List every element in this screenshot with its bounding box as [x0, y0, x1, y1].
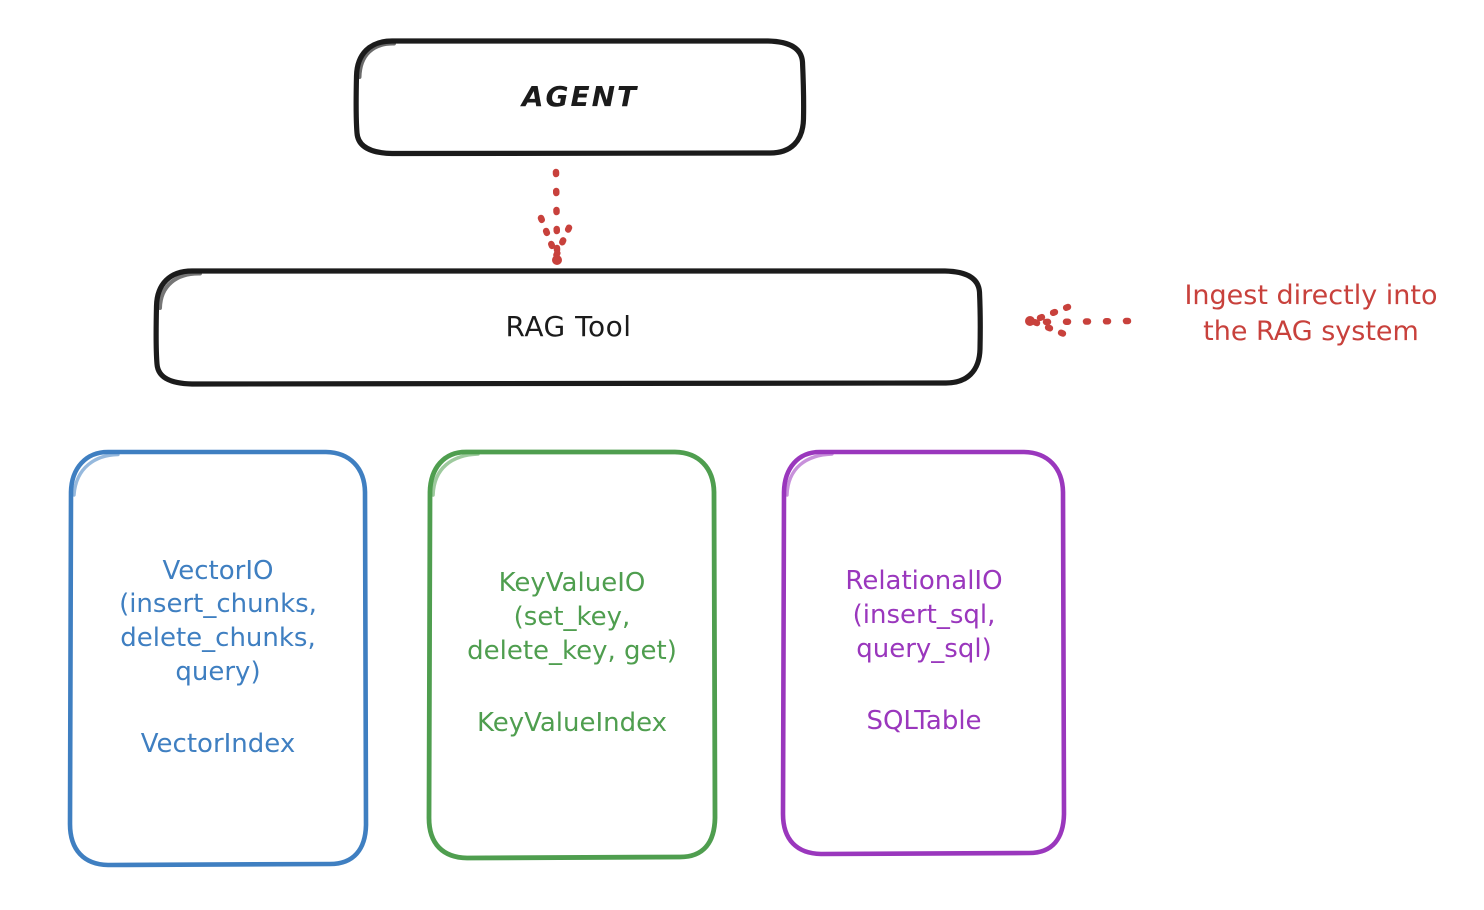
ingest-annotation: Ingest directly into the RAG system [1184, 280, 1438, 347]
vector-io-index: VectorIndex [140, 728, 296, 759]
node-relational-io[interactable]: RelationalIO (insert_sql, query_sql) SQL… [783, 450, 1065, 854]
vector-io-box-overstroke [72, 452, 120, 497]
node-agent[interactable]: AGENT [356, 40, 804, 154]
vector-io-title: VectorIO (insert_chunks, delete_chunks, … [119, 555, 317, 687]
rag-tool-label: RAG Tool [505, 310, 632, 344]
relational-io-title: RelationalIO (insert_sql, query_sql) [845, 566, 1003, 664]
key-value-io-box-overstroke [431, 452, 480, 497]
vector-io-box-outline [67, 449, 369, 868]
node-vector-io[interactable]: VectorIO (insert_chunks, delete_chunks, … [70, 450, 366, 866]
relational-io-box-overstroke [785, 452, 834, 497]
relational-io-box-outline [780, 449, 1067, 857]
rag-tool-box-outline [153, 268, 983, 387]
agent-to-rag-connector [537, 168, 577, 265]
key-value-io-box-outline [426, 449, 718, 861]
agent-label: AGENT [521, 80, 639, 114]
node-key-value-io[interactable]: KeyValueIO (set_key, delete_key, get) Ke… [428, 450, 716, 858]
relational-io-index: SQLTable [866, 705, 982, 736]
node-rag-tool[interactable]: RAG Tool [156, 270, 981, 384]
rag-tool-box-overstroke [158, 271, 202, 310]
agent-box-outline-overstroke [357, 41, 396, 79]
agent-box-outline [353, 38, 807, 157]
key-value-io-title: KeyValueIO (set_key, delete_key, get) [467, 568, 677, 666]
ingest-to-rag-connector [1025, 303, 1132, 340]
key-value-io-index: KeyValueIndex [476, 707, 668, 738]
